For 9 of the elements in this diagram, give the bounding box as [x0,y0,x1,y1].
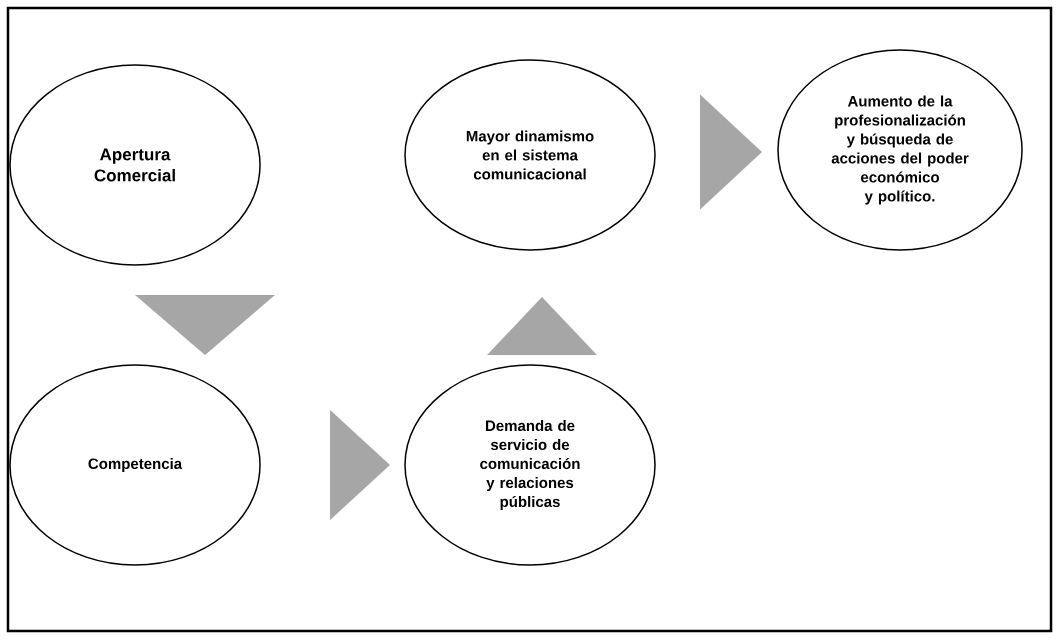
ellipse-node: Competencia [9,364,261,566]
ellipse-node: Aumento de la profesionalización y búsqueda de acciones del poder económico y político. [777,49,1023,251]
ellipse-node: Demanda de servicio de comunicación y relaciones públicas [404,364,656,566]
triangle-arrow [329,410,390,520]
triangle-arrow [487,297,597,356]
ellipse-node: Mayor dinamismo en el sistema comunicacional [404,59,656,251]
triangle-arrow [135,294,275,355]
ellipse-node: Apertura Comercial [9,64,261,266]
triangle-arrow [699,94,762,210]
